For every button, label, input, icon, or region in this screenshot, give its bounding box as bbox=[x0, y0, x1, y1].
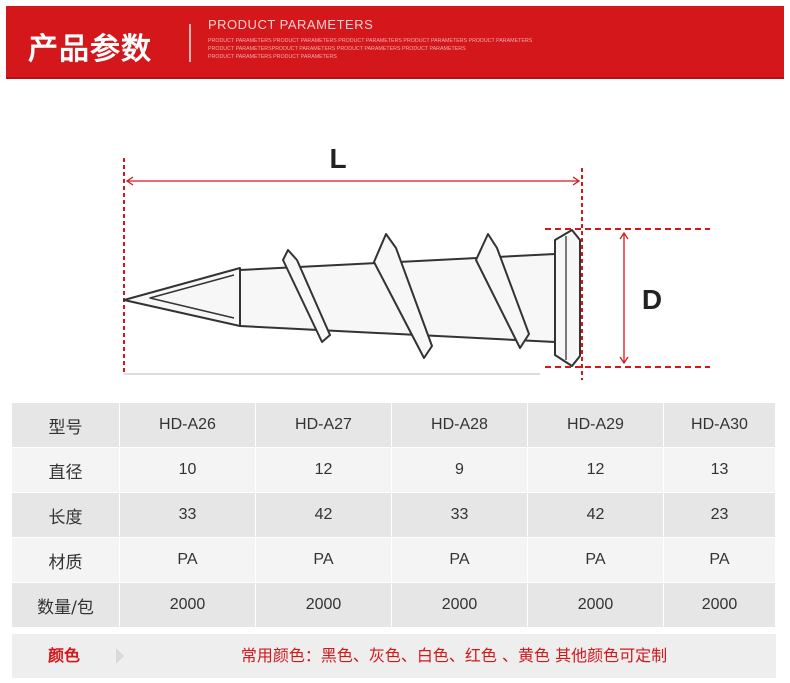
table-cell: PA bbox=[120, 538, 256, 583]
diameter-label: D bbox=[642, 284, 662, 315]
anchor-screw-drawing bbox=[123, 229, 581, 375]
product-diagram: L D bbox=[123, 143, 710, 380]
table-cell: 2000 bbox=[528, 583, 664, 628]
color-options-text: 常用颜色：黑色、灰色、白色、红色 、黄色 其他颜色可定制 bbox=[240, 646, 668, 665]
row-label-length: 长度 bbox=[12, 493, 120, 538]
table-cell: 23 bbox=[664, 493, 776, 538]
banner-fine-line: PRODUCT PARAMETERS PRODUCT PARAMETERS bbox=[208, 54, 337, 60]
banner-subtitle: PRODUCT PARAMETERS bbox=[208, 17, 374, 32]
row-label-diameter: 直径 bbox=[12, 448, 120, 493]
table-cell: 12 bbox=[256, 448, 392, 493]
table-cell: 33 bbox=[392, 493, 528, 538]
banner-fine-line: PRODUCT PARAMETERSPRODUCT PARAMETERS PRO… bbox=[208, 46, 466, 52]
length-label: L bbox=[329, 143, 346, 174]
model-cell: HD-A26 bbox=[120, 403, 256, 448]
banner-fine-line: PRODUCT PARAMETERS PRODUCT PARAMETERS PR… bbox=[208, 38, 533, 44]
row-label-material: 材质 bbox=[12, 538, 120, 583]
banner-divider bbox=[189, 24, 191, 62]
table-row: 数量/包 2000 2000 2000 2000 2000 bbox=[12, 583, 776, 628]
model-cell: HD-A28 bbox=[392, 403, 528, 448]
table-cell: 12 bbox=[528, 448, 664, 493]
table-cell: 13 bbox=[664, 448, 776, 493]
spec-table: 型号 HD-A26 HD-A27 HD-A28 HD-A29 HD-A30 直径… bbox=[12, 403, 776, 628]
table-cell: 9 bbox=[392, 448, 528, 493]
table-cell: 2000 bbox=[256, 583, 392, 628]
table-cell: PA bbox=[392, 538, 528, 583]
table-row: 材质 PA PA PA PA PA bbox=[12, 538, 776, 583]
table-cell: 2000 bbox=[664, 583, 776, 628]
table-cell: 10 bbox=[120, 448, 256, 493]
table-row: 长度 33 42 33 42 23 bbox=[12, 493, 776, 538]
color-label: 颜色 bbox=[47, 646, 80, 665]
table-cell: PA bbox=[664, 538, 776, 583]
model-cell: HD-A29 bbox=[528, 403, 664, 448]
table-cell: 42 bbox=[528, 493, 664, 538]
table-row: 直径 10 12 9 12 13 bbox=[12, 448, 776, 493]
page-title: 产品参数 bbox=[28, 32, 152, 67]
table-cell: 42 bbox=[256, 493, 392, 538]
table-cell: 2000 bbox=[392, 583, 528, 628]
color-options-row: 颜色 常用颜色：黑色、灰色、白色、红色 、黄色 其他颜色可定制 bbox=[12, 634, 776, 678]
header-banner: 产品参数 PRODUCT PARAMETERS PRODUCT PARAMETE… bbox=[6, 6, 784, 77]
table-cell: 2000 bbox=[120, 583, 256, 628]
table-cell: PA bbox=[256, 538, 392, 583]
dimension-lines bbox=[123, 158, 710, 380]
table-cell: PA bbox=[528, 538, 664, 583]
model-header-cell: 型号 bbox=[12, 403, 120, 448]
model-cell: HD-A30 bbox=[664, 403, 776, 448]
table-header-row: 型号 HD-A26 HD-A27 HD-A28 HD-A29 HD-A30 bbox=[12, 403, 776, 448]
model-cell: HD-A27 bbox=[256, 403, 392, 448]
table-cell: 33 bbox=[120, 493, 256, 538]
row-label-quantity: 数量/包 bbox=[12, 583, 120, 628]
notch-arrow-icon bbox=[116, 648, 124, 664]
